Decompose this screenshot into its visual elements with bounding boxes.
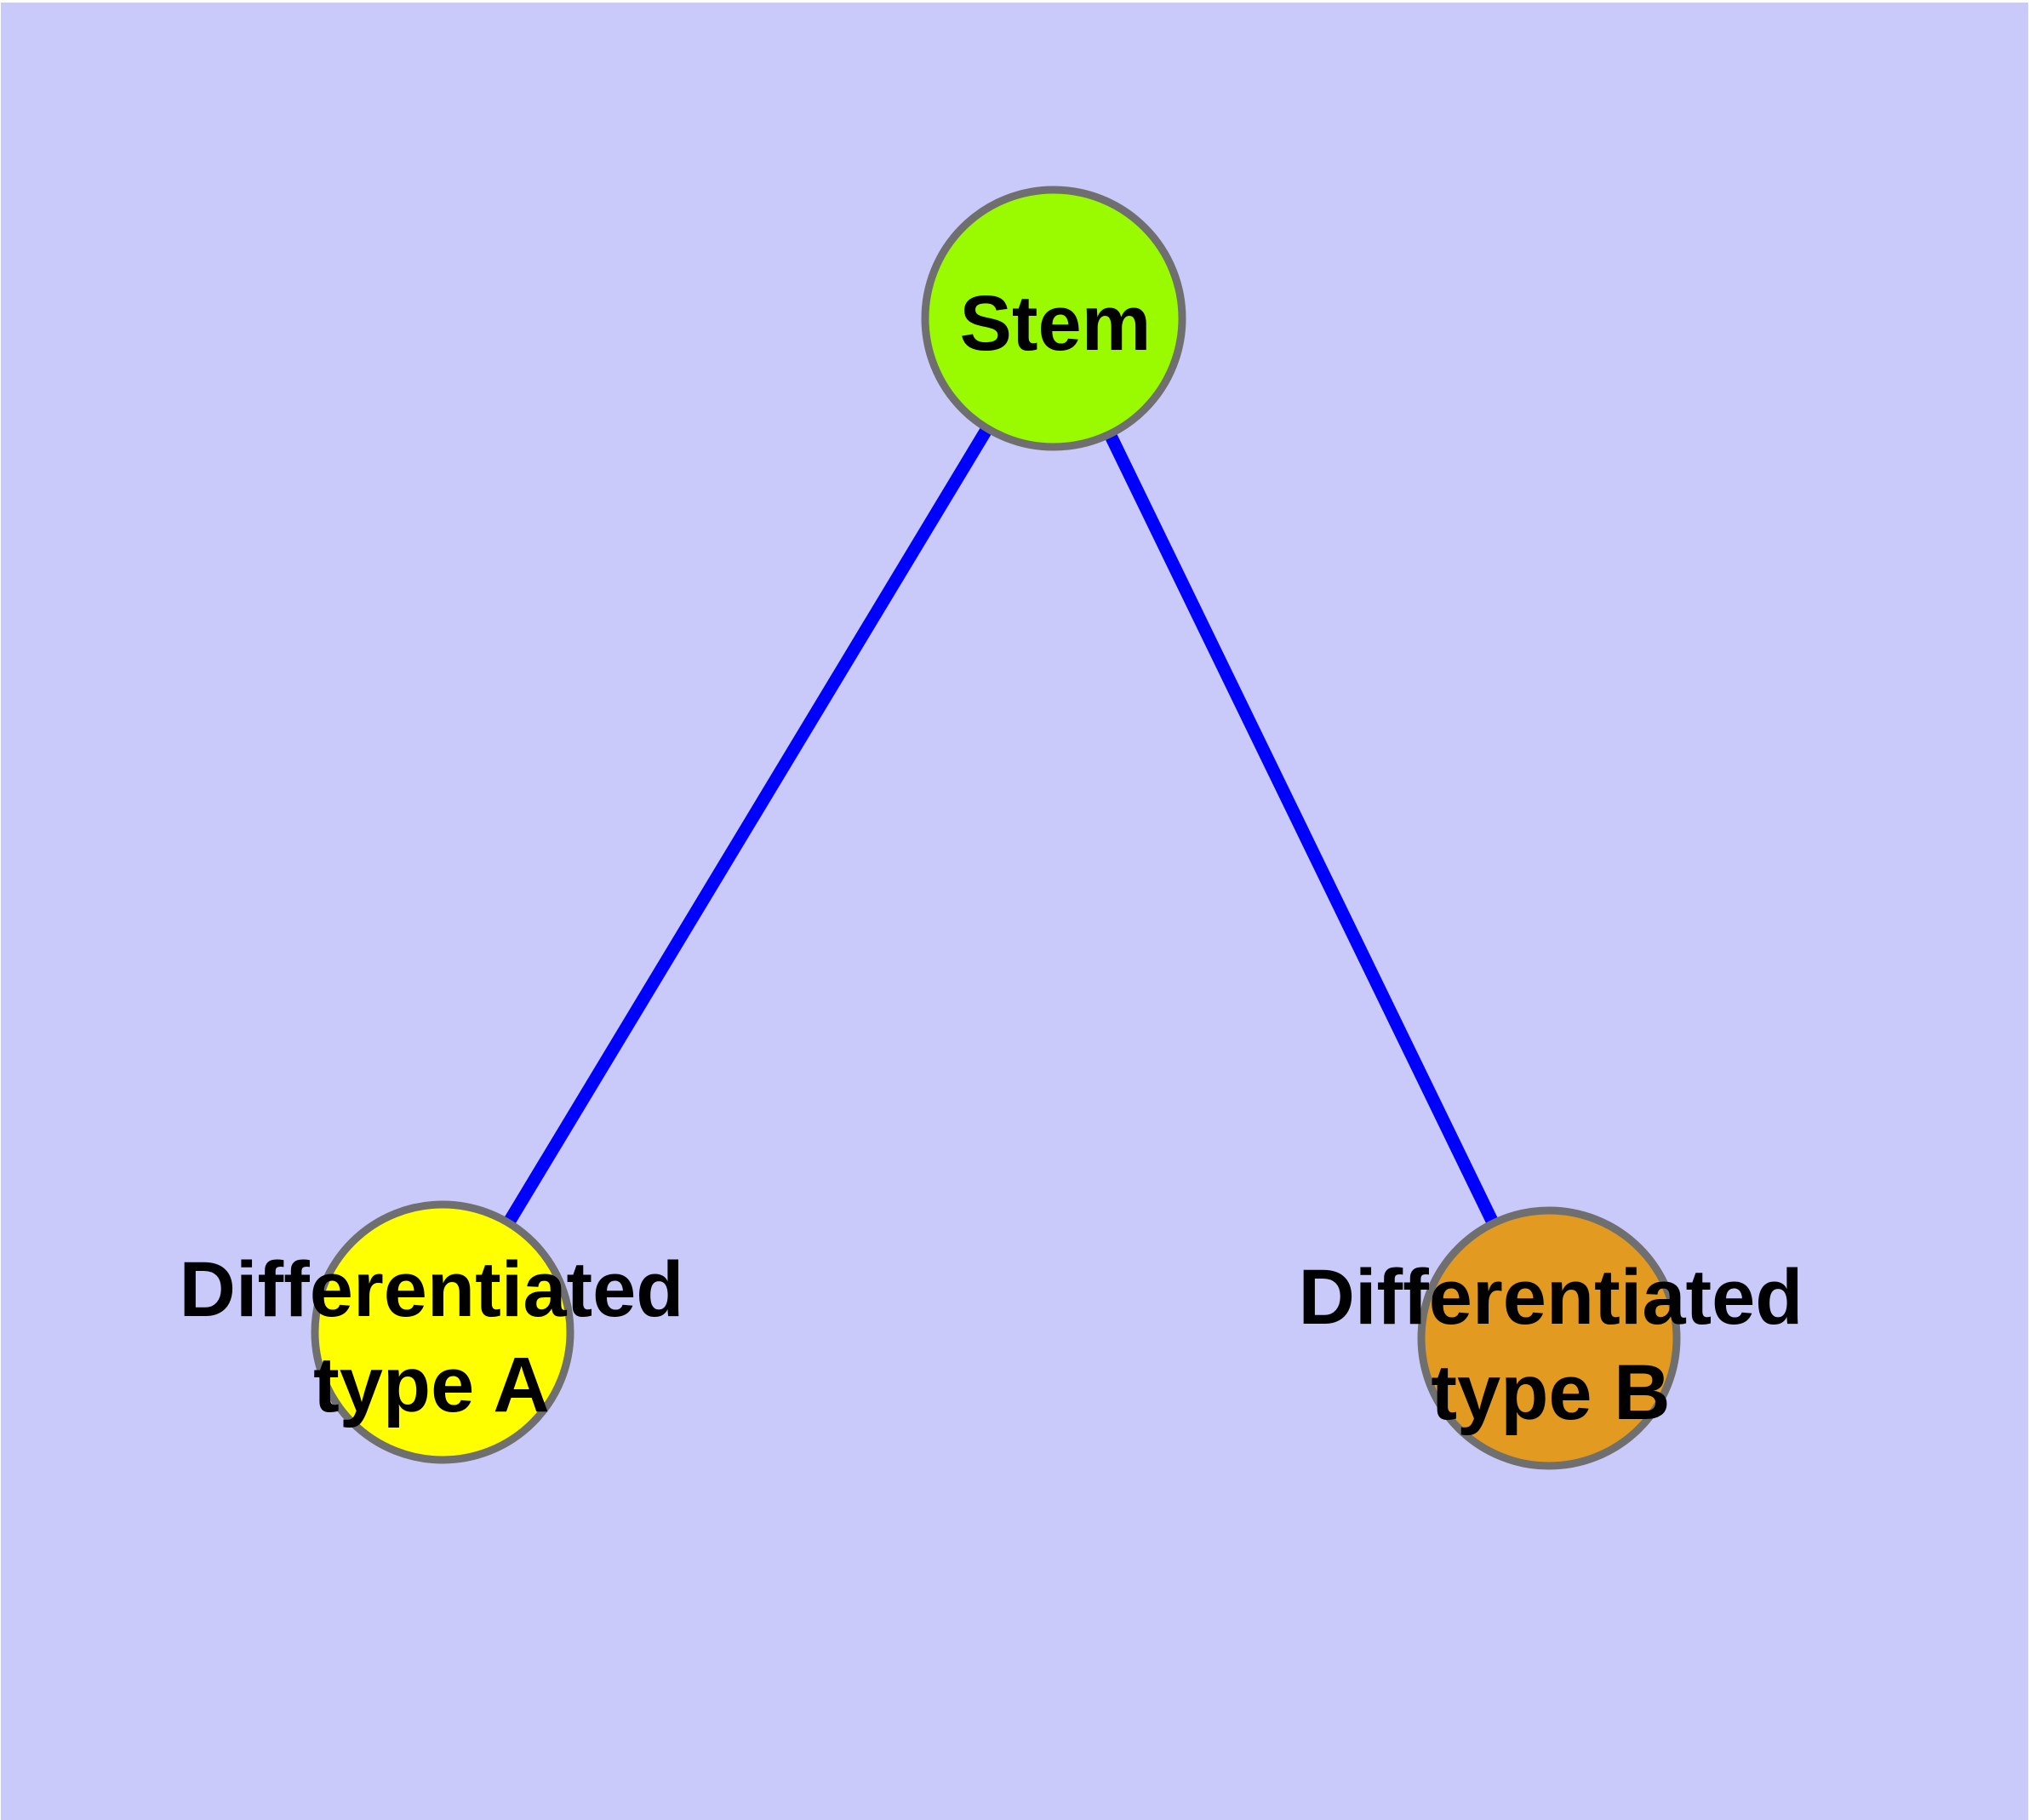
node-type-a-circle: [311, 1200, 574, 1464]
edge-stem-to-type-a: [437, 315, 1060, 1336]
node-type-b-circle: [1417, 1206, 1681, 1470]
edge-stem-to-type-b: [1048, 315, 1555, 1342]
node-stem-circle: [921, 186, 1186, 451]
